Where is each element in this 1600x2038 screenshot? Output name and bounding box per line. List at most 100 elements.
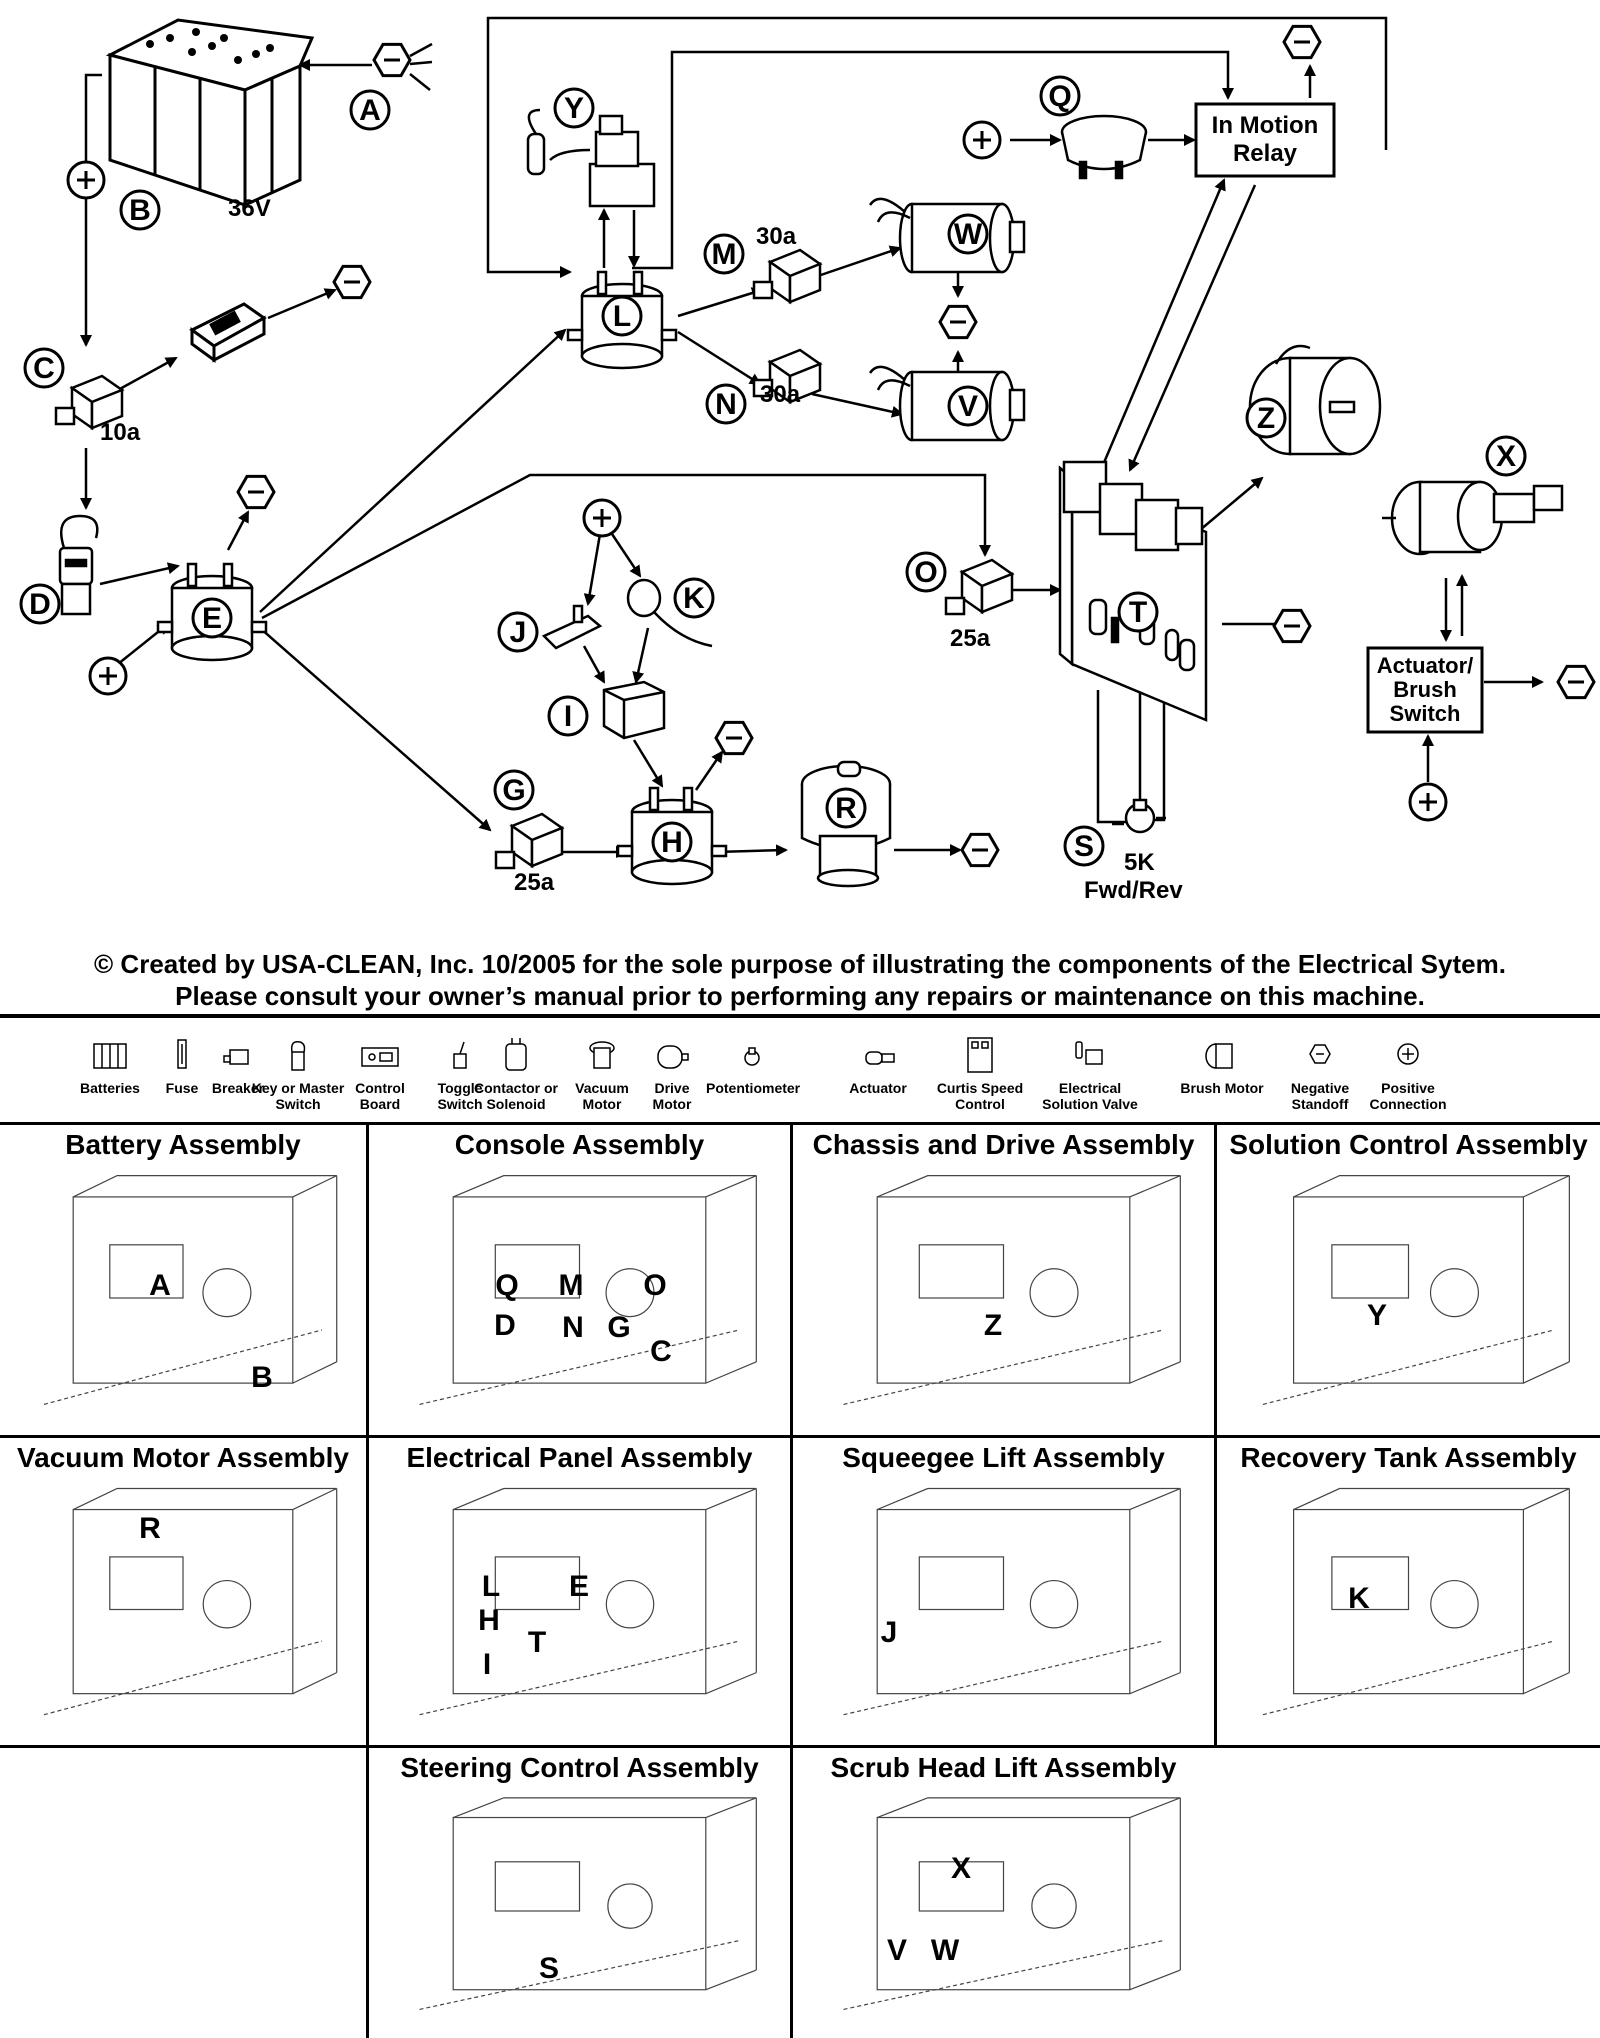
component-letter: T [1129,596,1147,629]
breaker-G [494,812,565,870]
legend-label: Electrical Solution Valve [1042,1080,1138,1112]
legend-item: Actuator [842,1026,914,1096]
component-label-o: O [905,551,947,593]
legend-label: Key or Master Switch [251,1080,345,1112]
component-letter: I [564,700,572,733]
legend-item: Brush Motor [1176,1026,1268,1096]
assembly-title: Scrub Head Lift Assembly [830,1752,1177,1783]
component-letter: Q [1048,80,1071,113]
positive-icon [1358,1026,1458,1074]
component-letter: D [29,588,51,621]
breaker-C-rating: 10a [100,419,141,446]
assembly-title: Electrical Panel Assembly [406,1442,753,1473]
potentiometer-label: Fwd/Rev [1084,877,1183,904]
component-label-e: E [191,597,233,639]
component-label-w: W [947,213,989,255]
assembly-title: Vacuum Motor Assembly [17,1442,349,1473]
component-letter: M [712,238,737,271]
assembly-component-letter: J [881,1616,898,1649]
component-letter: V [958,390,978,423]
drive-motor-V [868,365,1026,442]
exploded-view-drawing: S [419,1797,757,2010]
assembly-component-letter: E [569,1570,589,1603]
exploded-view-drawing: Y [1262,1175,1570,1405]
assembly-title: Battery Assembly [65,1129,301,1160]
potentiometer-S [1112,798,1166,834]
legend-item: Curtis Speed Control [931,1026,1029,1112]
fuse-icon [154,1026,210,1074]
grid-divider [790,1125,793,2038]
toggle-switch-J [541,604,603,650]
negative-standoff-icon [960,832,1000,868]
assembly-cell [0,1748,366,2038]
component-label-c: C [23,347,65,389]
assembly-component-letter: H [478,1604,500,1637]
component-letter: C [33,352,55,385]
legend-label: Toggle Switch [437,1080,483,1112]
key-switch-icon [250,1026,346,1074]
legend-item: Fuse [154,1026,210,1096]
breaker-G-rating: 25a [514,869,555,896]
actuator-switch-label: Actuator/ Brush Switch [1376,653,1474,726]
exploded-view-drawing: AB [43,1175,338,1405]
negative-icon [1283,1026,1357,1074]
legend-item: Key or Master Switch [250,1026,346,1112]
assembly-component-letter: Y [1367,1299,1387,1332]
assembly-component-letter: O [643,1269,666,1302]
positive-connections [66,120,1448,822]
assembly-component-letter: N [562,1311,584,1344]
in-motion-relay-box [1194,102,1336,178]
legend-label: Breaker [211,1080,265,1096]
negative-standoff-icon [1556,664,1596,700]
exploded-view-drawing: R [43,1487,338,1716]
legend-item: Negative Standoff [1283,1026,1357,1112]
solenoid-H [616,786,728,886]
component-letter: X [1496,440,1516,473]
component-letter: E [202,602,222,635]
component-letter: O [914,556,937,589]
potentiometer-icon [706,1026,798,1074]
negative-standoffs [236,24,1596,868]
solenoid-icon [468,1026,564,1074]
breaker-O-rating: 25a [950,625,991,652]
vacuum-motor-icon [571,1026,633,1074]
assembly-component-letter: G [607,1311,630,1344]
assembly-component-letter: A [149,1269,171,1302]
legend-item: Batteries [74,1026,146,1096]
negative-standoff-icon [1272,608,1312,644]
grid-divider [0,1435,1600,1438]
exploded-view-drawing: Z [843,1175,1181,1405]
component-label-y: Y [553,87,595,129]
key-switch [58,514,99,616]
component-label-b: B [119,189,161,231]
assembly-component-letter: Z [984,1309,1002,1342]
component-label-l: L [601,295,643,337]
negative-standoff-icon [332,264,372,300]
component-letter: W [954,218,983,251]
actuator-X [1382,480,1564,556]
negative-standoff-icon [938,304,978,340]
legend-label: Vacuum Motor [575,1080,629,1112]
assembly-title: Squeegee Lift Assembly [842,1442,1165,1473]
component-letter: N [715,388,737,421]
breaker-M-rating: 30a [756,223,797,250]
breaker-icon [208,1026,268,1074]
legend-label: Potentiometer [706,1080,801,1096]
component-label-v: V [947,385,989,427]
assembly-title: Recovery Tank Assembly [1240,1442,1577,1473]
component-label-g: G [493,769,535,811]
exploded-view-drawing: K [1262,1487,1570,1716]
grid-divider [0,1745,1600,1748]
assembly-component-letter: Q [495,1269,518,1302]
positive-connection-icon [962,120,1002,160]
assembly-component-letter: R [139,1512,161,1545]
